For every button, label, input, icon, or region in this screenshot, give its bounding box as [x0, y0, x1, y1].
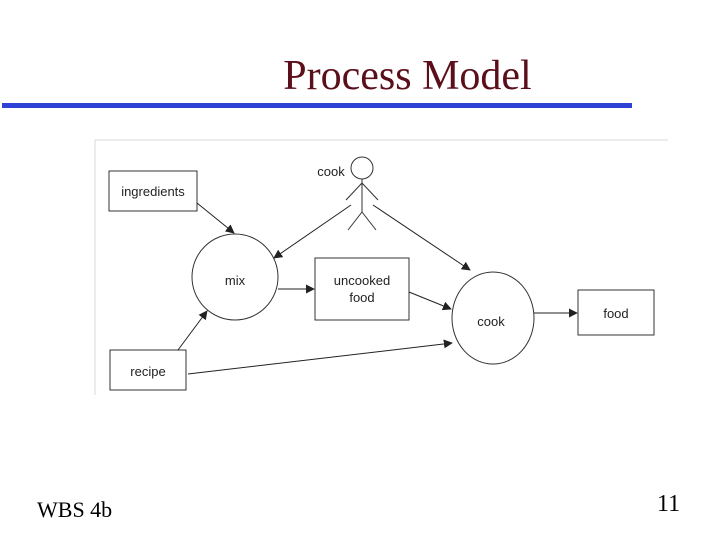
- title-underline: [2, 103, 632, 108]
- cook-actor-head: [350, 156, 374, 180]
- mix-label: mix: [225, 273, 246, 288]
- arrow-recipe-to-cook: [187, 339, 453, 375]
- cook-actor: [345, 156, 379, 231]
- ingredients-label: ingredients: [121, 184, 185, 199]
- uncooked-food-box: uncooked food: [314, 257, 410, 321]
- cook-process: cook: [451, 271, 535, 365]
- cook-actor-label: cook: [317, 164, 345, 179]
- cook-actor-arm-left: [345, 182, 363, 201]
- uncooked-food-label-line2: food: [349, 290, 374, 305]
- cook-process-label: cook: [477, 314, 505, 329]
- arrow-ingredients-to-mix: [196, 202, 235, 234]
- cook-actor-arm-right: [361, 182, 379, 201]
- arrow-recipe-to-mix: [177, 310, 208, 351]
- cook-actor-leg-right: [361, 211, 377, 231]
- slide-title: Process Model: [283, 53, 532, 99]
- ingredients-box: ingredients: [108, 170, 198, 212]
- arrow-cook-actor-to-cook: [372, 204, 471, 271]
- arrow-cook-to-mix: [273, 204, 352, 259]
- mix-process: mix: [191, 233, 279, 321]
- food-box: food: [577, 289, 655, 336]
- footer-label: WBS 4b: [37, 497, 113, 522]
- uncooked-food-label-line1: uncooked: [334, 273, 390, 288]
- recipe-label: recipe: [130, 364, 165, 379]
- arrow-uncooked-to-cook: [408, 291, 452, 311]
- recipe-box: recipe: [109, 349, 187, 391]
- cook-actor-leg-left: [347, 211, 363, 231]
- food-label: food: [603, 306, 628, 321]
- page-number: 11: [657, 491, 681, 517]
